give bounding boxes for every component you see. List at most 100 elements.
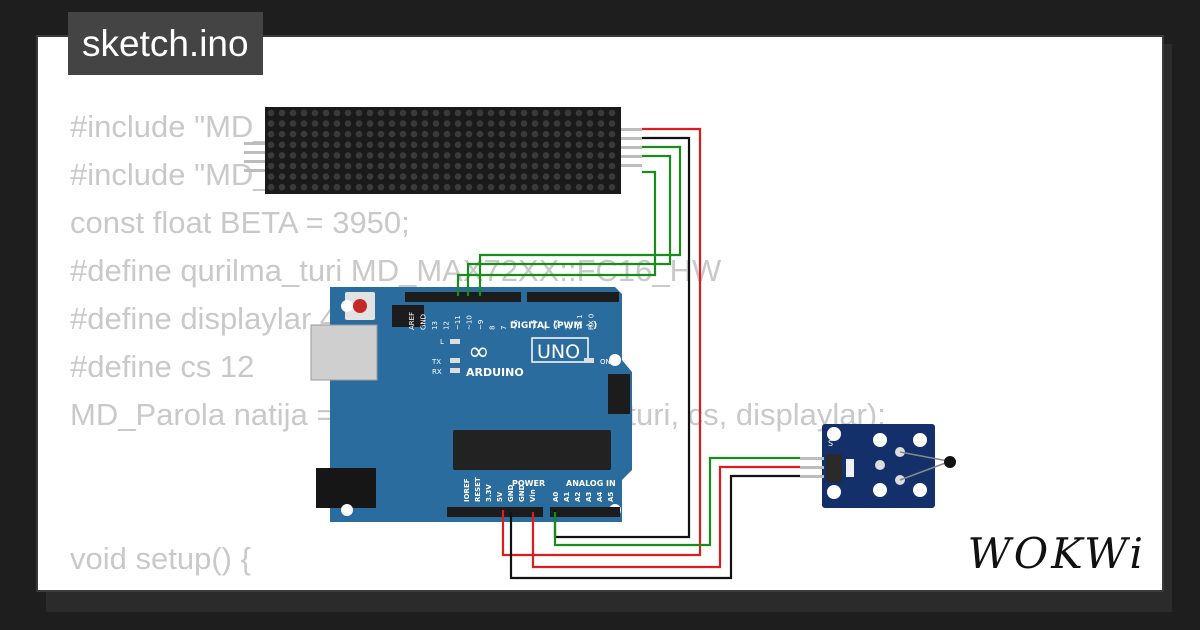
power-jack	[316, 468, 376, 508]
matrix-led	[344, 152, 352, 159]
matrix-led	[509, 173, 517, 180]
matrix-led	[366, 120, 374, 127]
board-model: UNO	[537, 341, 580, 363]
digital-pin-label: ~9	[477, 320, 485, 330]
matrix-led	[377, 130, 385, 138]
matrix-led	[608, 152, 616, 159]
analog-label: ANALOG IN	[566, 479, 616, 488]
matrix-pin-left	[244, 151, 266, 154]
matrix-led	[509, 120, 517, 127]
matrix-led	[564, 141, 572, 149]
matrix-led	[399, 109, 407, 117]
matrix-led	[542, 152, 550, 159]
matrix-led	[267, 183, 275, 191]
matrix-led	[531, 120, 539, 127]
digital-header-right	[527, 292, 619, 302]
matrix-led	[432, 130, 440, 138]
matrix-pin-left	[244, 160, 266, 163]
icsp-header-2	[608, 374, 630, 414]
analog-pin-label: A2	[574, 492, 582, 502]
matrix-led	[399, 162, 407, 170]
matrix-led	[564, 109, 572, 117]
power-pin-label: Vin	[529, 489, 537, 502]
matrix-led	[300, 152, 308, 159]
sensor-mount-hole	[827, 427, 841, 441]
matrix-led	[564, 162, 572, 170]
matrix-led	[586, 130, 594, 138]
matrix-led	[443, 173, 451, 180]
matrix-led	[465, 152, 473, 159]
file-tab[interactable]: sketch.ino	[68, 12, 263, 75]
board-brand: ARDUINO	[466, 366, 524, 379]
temperature-sensor-module[interactable]: S-	[800, 424, 956, 508]
matrix-pin-right	[620, 137, 642, 140]
thermistor-legs	[899, 451, 949, 481]
digital-pin-label: ~5	[530, 320, 538, 330]
matrix-pin-right	[620, 164, 642, 167]
matrix-led	[278, 130, 286, 138]
analog-pin-label: A3	[585, 492, 593, 502]
matrix-led	[267, 173, 275, 180]
matrix-led	[421, 130, 429, 138]
matrix-led	[575, 162, 583, 170]
code-line: #define cs 12	[70, 349, 255, 384]
matrix-led	[597, 162, 605, 170]
arduino-infinity-icon: ∞	[468, 337, 490, 367]
matrix-led	[399, 183, 407, 191]
matrix-led	[531, 152, 539, 159]
matrix-led	[575, 120, 583, 127]
matrix-led	[575, 183, 583, 191]
matrix-led	[377, 152, 385, 159]
wire	[456, 170, 657, 296]
matrix-led	[300, 130, 308, 138]
matrix-led	[454, 162, 462, 170]
wire	[501, 127, 702, 557]
matrix-led	[487, 152, 495, 159]
sensor-pin	[800, 475, 824, 478]
code-line: void setup() {	[70, 541, 251, 576]
matrix-led	[267, 141, 275, 149]
digital-pin-label: TX 1	[576, 314, 584, 331]
digital-pin-label: 7	[500, 326, 508, 330]
matrix-led	[443, 152, 451, 159]
matrix-led	[553, 162, 561, 170]
matrix-led	[311, 141, 319, 149]
tx-led	[450, 358, 460, 363]
matrix-led	[608, 109, 616, 117]
digital-header-left	[405, 292, 521, 302]
led-matrix[interactable]	[244, 107, 642, 194]
matrix-led	[531, 141, 539, 149]
matrix-led	[333, 141, 341, 149]
matrix-led	[355, 162, 363, 170]
matrix-led	[333, 130, 341, 138]
power-pin-label: IOREF	[463, 478, 471, 502]
matrix-led	[267, 120, 275, 127]
digital-pin-label: ~10	[466, 315, 474, 330]
wire	[531, 465, 800, 569]
matrix-pin-left	[244, 169, 266, 172]
matrix-led	[410, 162, 418, 170]
matrix-led	[432, 183, 440, 191]
analog-pin-label: A1	[563, 492, 571, 502]
code-line: #define qurilma_turi MD_MAX72XX::FC16_HW	[70, 253, 722, 288]
matrix-led	[300, 141, 308, 149]
on-label: ON	[600, 358, 611, 366]
matrix-led	[322, 173, 330, 180]
matrix-led	[410, 141, 418, 149]
matrix-led	[289, 183, 297, 191]
matrix-led	[410, 109, 418, 117]
matrix-led	[542, 173, 550, 180]
matrix-led	[564, 120, 572, 127]
matrix-led	[278, 109, 286, 117]
matrix-led	[322, 120, 330, 127]
matrix-led	[278, 152, 286, 159]
matrix-led	[432, 109, 440, 117]
matrix-led	[300, 109, 308, 117]
matrix-led	[388, 162, 396, 170]
matrix-led	[597, 130, 605, 138]
matrix-led	[542, 130, 550, 138]
matrix-led	[289, 162, 297, 170]
matrix-led	[333, 109, 341, 117]
reset-button	[353, 299, 367, 313]
